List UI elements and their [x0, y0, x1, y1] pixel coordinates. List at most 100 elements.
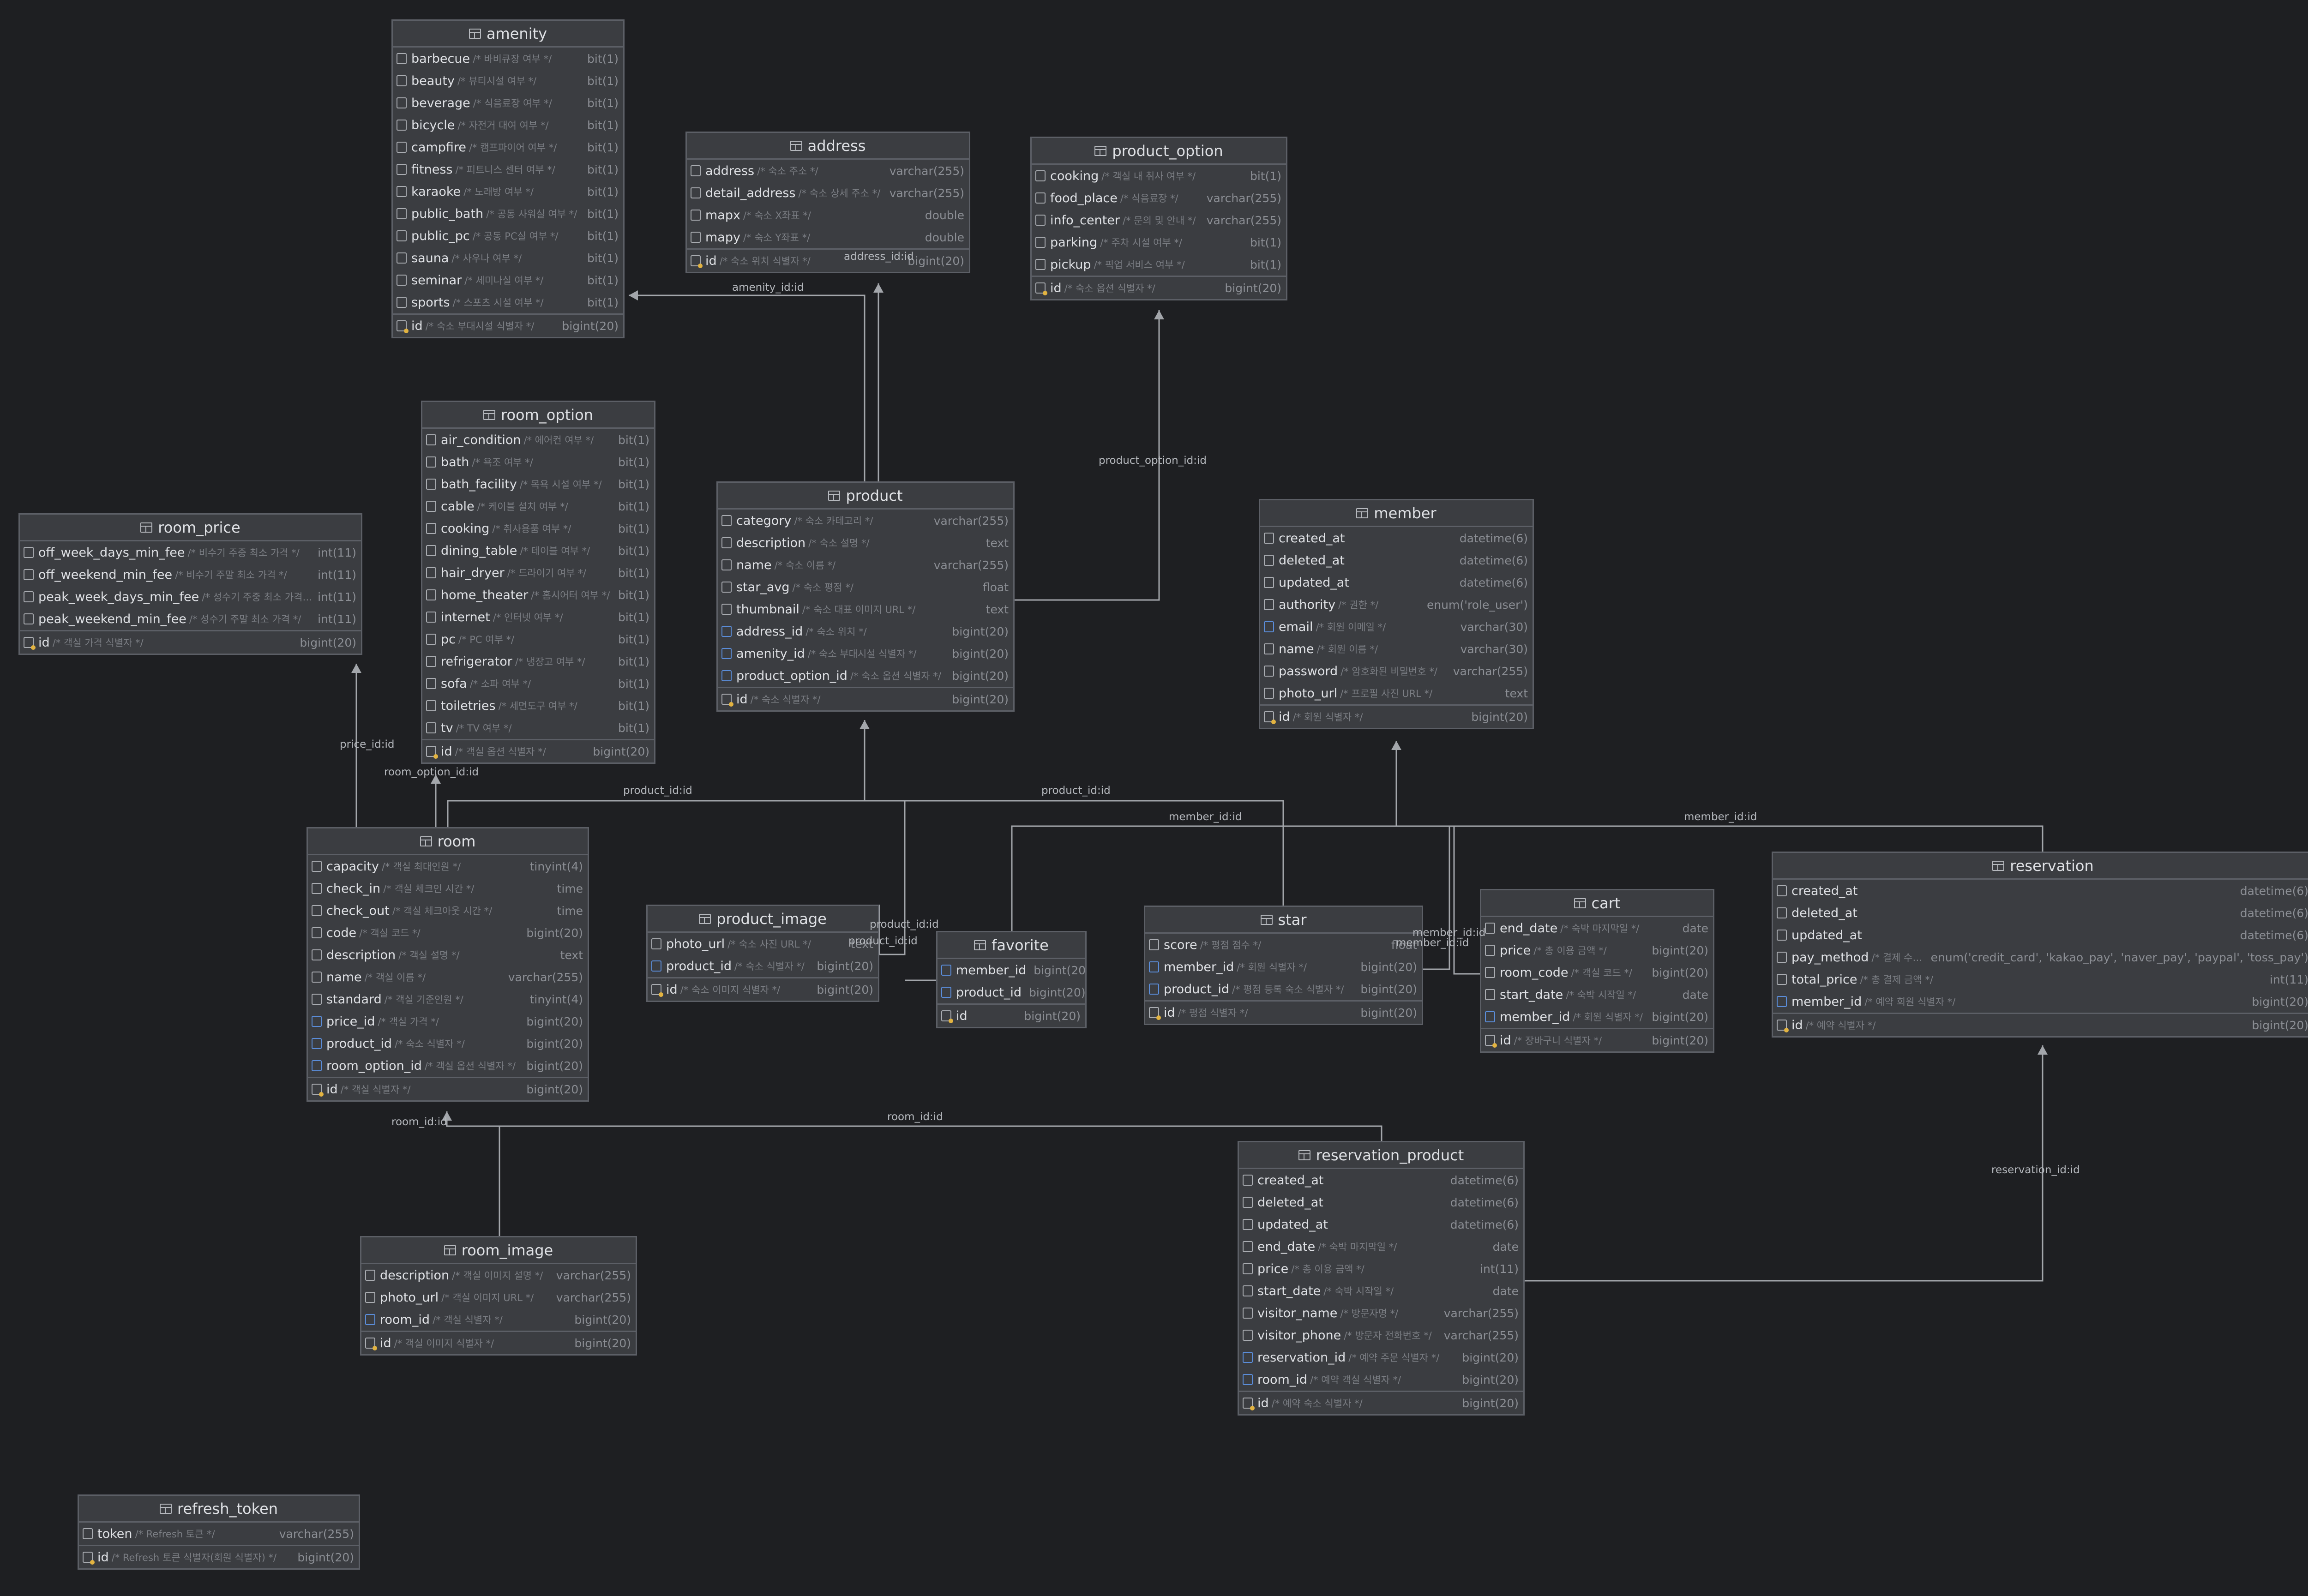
column-row[interactable]: star_avg/* 숙소 평점 */float [718, 576, 1013, 598]
column-row[interactable]: photo_url/* 숙소 사진 URL */text [648, 933, 878, 955]
column-row[interactable]: name/* 객실 이름 */varchar(255) [308, 966, 588, 988]
column-row[interactable]: id/* 숙소 위치 식별자 */bigint(20) [687, 248, 969, 272]
table-header[interactable]: room [308, 828, 588, 855]
column-row[interactable]: id/* 예약 식별자 */bigint(20) [1773, 1013, 2308, 1036]
column-row[interactable]: room_code/* 객실 코드 */bigint(20) [1481, 961, 1713, 984]
column-row[interactable]: home_theater/* 홈시어터 여부 */bit(1) [422, 584, 654, 606]
column-row[interactable]: info_center/* 문의 및 안내 */varchar(255) [1032, 209, 1286, 231]
column-row[interactable]: product_id/* 숙소 식별자 */bigint(20) [308, 1032, 588, 1055]
column-row[interactable]: product_option_id/* 숙소 옵션 식별자 */bigint(2… [718, 665, 1013, 687]
table-header[interactable]: address [687, 133, 969, 160]
column-row[interactable]: air_condition/* 에어컨 여부 */bit(1) [422, 429, 654, 451]
relationship-line[interactable] [1396, 825, 2044, 852]
column-row[interactable]: amenity_id/* 숙소 부대시설 식별자 */bigint(20) [718, 642, 1013, 665]
column-row[interactable]: karaoke/* 노래방 여부 */bit(1) [393, 180, 623, 203]
relationship-line[interactable] [1453, 826, 1480, 975]
column-row[interactable]: member_id/* 회원 식별자 */bigint(20) [1481, 1006, 1713, 1028]
relationship-line[interactable] [878, 801, 906, 955]
column-row[interactable]: end_date/* 숙박 마지막일 */date [1481, 917, 1713, 939]
column-row[interactable]: address/* 숙소 주소 */varchar(255) [687, 160, 969, 182]
column-row[interactable]: sofa/* 소파 여부 */bit(1) [422, 672, 654, 695]
table-header[interactable]: cart [1481, 890, 1713, 917]
column-row[interactable]: peak_weekend_min_fee/* 성수기 주말 최소 가격 */in… [20, 608, 361, 630]
table-header[interactable]: product_option [1032, 138, 1286, 165]
column-row[interactable]: authority/* 권한 */enum('role_user') [1260, 594, 1533, 616]
column-row[interactable]: barbecue/* 바비큐장 여부 */bit(1) [393, 48, 623, 70]
column-row[interactable]: code/* 객실 코드 */bigint(20) [308, 922, 588, 944]
column-row[interactable]: id/* 예약 숙소 식별자 */bigint(20) [1239, 1391, 1523, 1414]
column-row[interactable]: description/* 객실 이미지 설명 */varchar(255) [361, 1264, 636, 1286]
column-row[interactable]: id/* 숙소 부대시설 식별자 */bigint(20) [393, 313, 623, 337]
column-row[interactable]: parking/* 주차 시설 여부 */bit(1) [1032, 231, 1286, 253]
column-row[interactable]: price_id/* 객실 가격 */bigint(20) [308, 1010, 588, 1032]
column-row[interactable]: description/* 숙소 설명 */text [718, 532, 1013, 554]
column-row[interactable]: standard/* 객실 기준인원 */tinyint(4) [308, 988, 588, 1010]
column-row[interactable]: mapx/* 숙소 X좌표 */double [687, 204, 969, 226]
column-row[interactable]: product_id/* 평점 등록 숙소 식별자 */bigint(20) [1145, 978, 1422, 1000]
column-row[interactable]: name/* 숙소 이름 */varchar(255) [718, 554, 1013, 576]
column-row[interactable]: dining_table/* 테이블 여부 */bit(1) [422, 540, 654, 562]
column-row[interactable]: bicycle/* 자전거 대여 여부 */bit(1) [393, 114, 623, 136]
column-row[interactable]: id/* 장바구니 식별자 */bigint(20) [1481, 1028, 1713, 1051]
column-row[interactable]: seminar/* 세미나실 여부 */bit(1) [393, 269, 623, 291]
column-row[interactable]: bath_facility/* 목욕 시설 여부 */bit(1) [422, 473, 654, 495]
column-row[interactable]: cable/* 케이블 설치 여부 */bit(1) [422, 495, 654, 517]
column-row[interactable]: beauty/* 뷰티시설 여부 */bit(1) [393, 70, 623, 92]
column-row[interactable]: total_price/* 총 결제 금액 */int(11) [1773, 968, 2308, 990]
column-row[interactable]: room_id/* 예약 객실 식별자 */bigint(20) [1239, 1368, 1523, 1391]
relationship-line[interactable] [1525, 1045, 2044, 1282]
column-row[interactable]: beverage/* 식음료장 여부 */bit(1) [393, 92, 623, 114]
column-row[interactable]: id/* 객실 옵션 식별자 */bigint(20) [422, 739, 654, 762]
column-row[interactable]: category/* 숙소 카테고리 */varchar(255) [718, 510, 1013, 532]
column-row[interactable]: token/* Refresh 토큰 */varchar(255) [79, 1523, 359, 1545]
table-header[interactable]: product [718, 483, 1013, 510]
column-row[interactable]: bath/* 욕조 여부 */bit(1) [422, 451, 654, 473]
column-row[interactable]: capacity/* 객실 최대인원 */tinyint(4) [308, 855, 588, 877]
table-header[interactable]: reservation [1773, 853, 2308, 880]
relationship-line[interactable] [629, 294, 866, 481]
column-row[interactable]: check_in/* 객실 체크인 시간 */time [308, 877, 588, 900]
column-row[interactable]: thumbnail/* 숙소 대표 이미지 URL */text [718, 598, 1013, 620]
column-row[interactable]: visitor_name/* 방문자명 */varchar(255) [1239, 1302, 1523, 1324]
column-row[interactable]: id/* 객실 이미지 식별자 */bigint(20) [361, 1331, 636, 1354]
column-row[interactable]: start_date/* 숙박 시작일 */date [1239, 1280, 1523, 1302]
table-header[interactable]: favorite [938, 932, 1085, 959]
column-row[interactable]: id/* Refresh 토큰 식별자(회원 식별자) */bigint(20) [79, 1545, 359, 1568]
table-header[interactable]: product_image [648, 906, 878, 933]
table-header[interactable]: refresh_token [79, 1496, 359, 1523]
column-row[interactable]: id/* 객실 가격 식별자 */bigint(20) [20, 630, 361, 654]
column-row[interactable]: id/* 회원 식별자 */bigint(20) [1260, 704, 1533, 728]
table-header[interactable]: reservation_product [1239, 1142, 1523, 1169]
column-row[interactable]: id/* 평점 식별자 */bigint(20) [1145, 1000, 1422, 1024]
table-header[interactable]: room_image [361, 1237, 636, 1264]
column-row[interactable]: public_pc/* 공동 PC실 여부 */bit(1) [393, 225, 623, 247]
column-row[interactable]: food_place/* 식음료장 */varchar(255) [1032, 187, 1286, 209]
column-row[interactable]: room_option_id/* 객실 옵션 식별자 */bigint(20) [308, 1055, 588, 1077]
column-row[interactable]: tv/* TV 여부 */bit(1) [422, 717, 654, 739]
column-row[interactable]: detail_address/* 숙소 상세 주소 */varchar(255) [687, 182, 969, 204]
column-row[interactable]: hair_dryer/* 드라이기 여부 */bit(1) [422, 562, 654, 584]
column-row[interactable]: sauna/* 사우나 여부 */bit(1) [393, 247, 623, 269]
column-row[interactable]: price/* 총 이용 금액 */int(11) [1239, 1258, 1523, 1280]
column-row[interactable]: public_bath/* 공동 사워실 여부 */bit(1) [393, 203, 623, 225]
